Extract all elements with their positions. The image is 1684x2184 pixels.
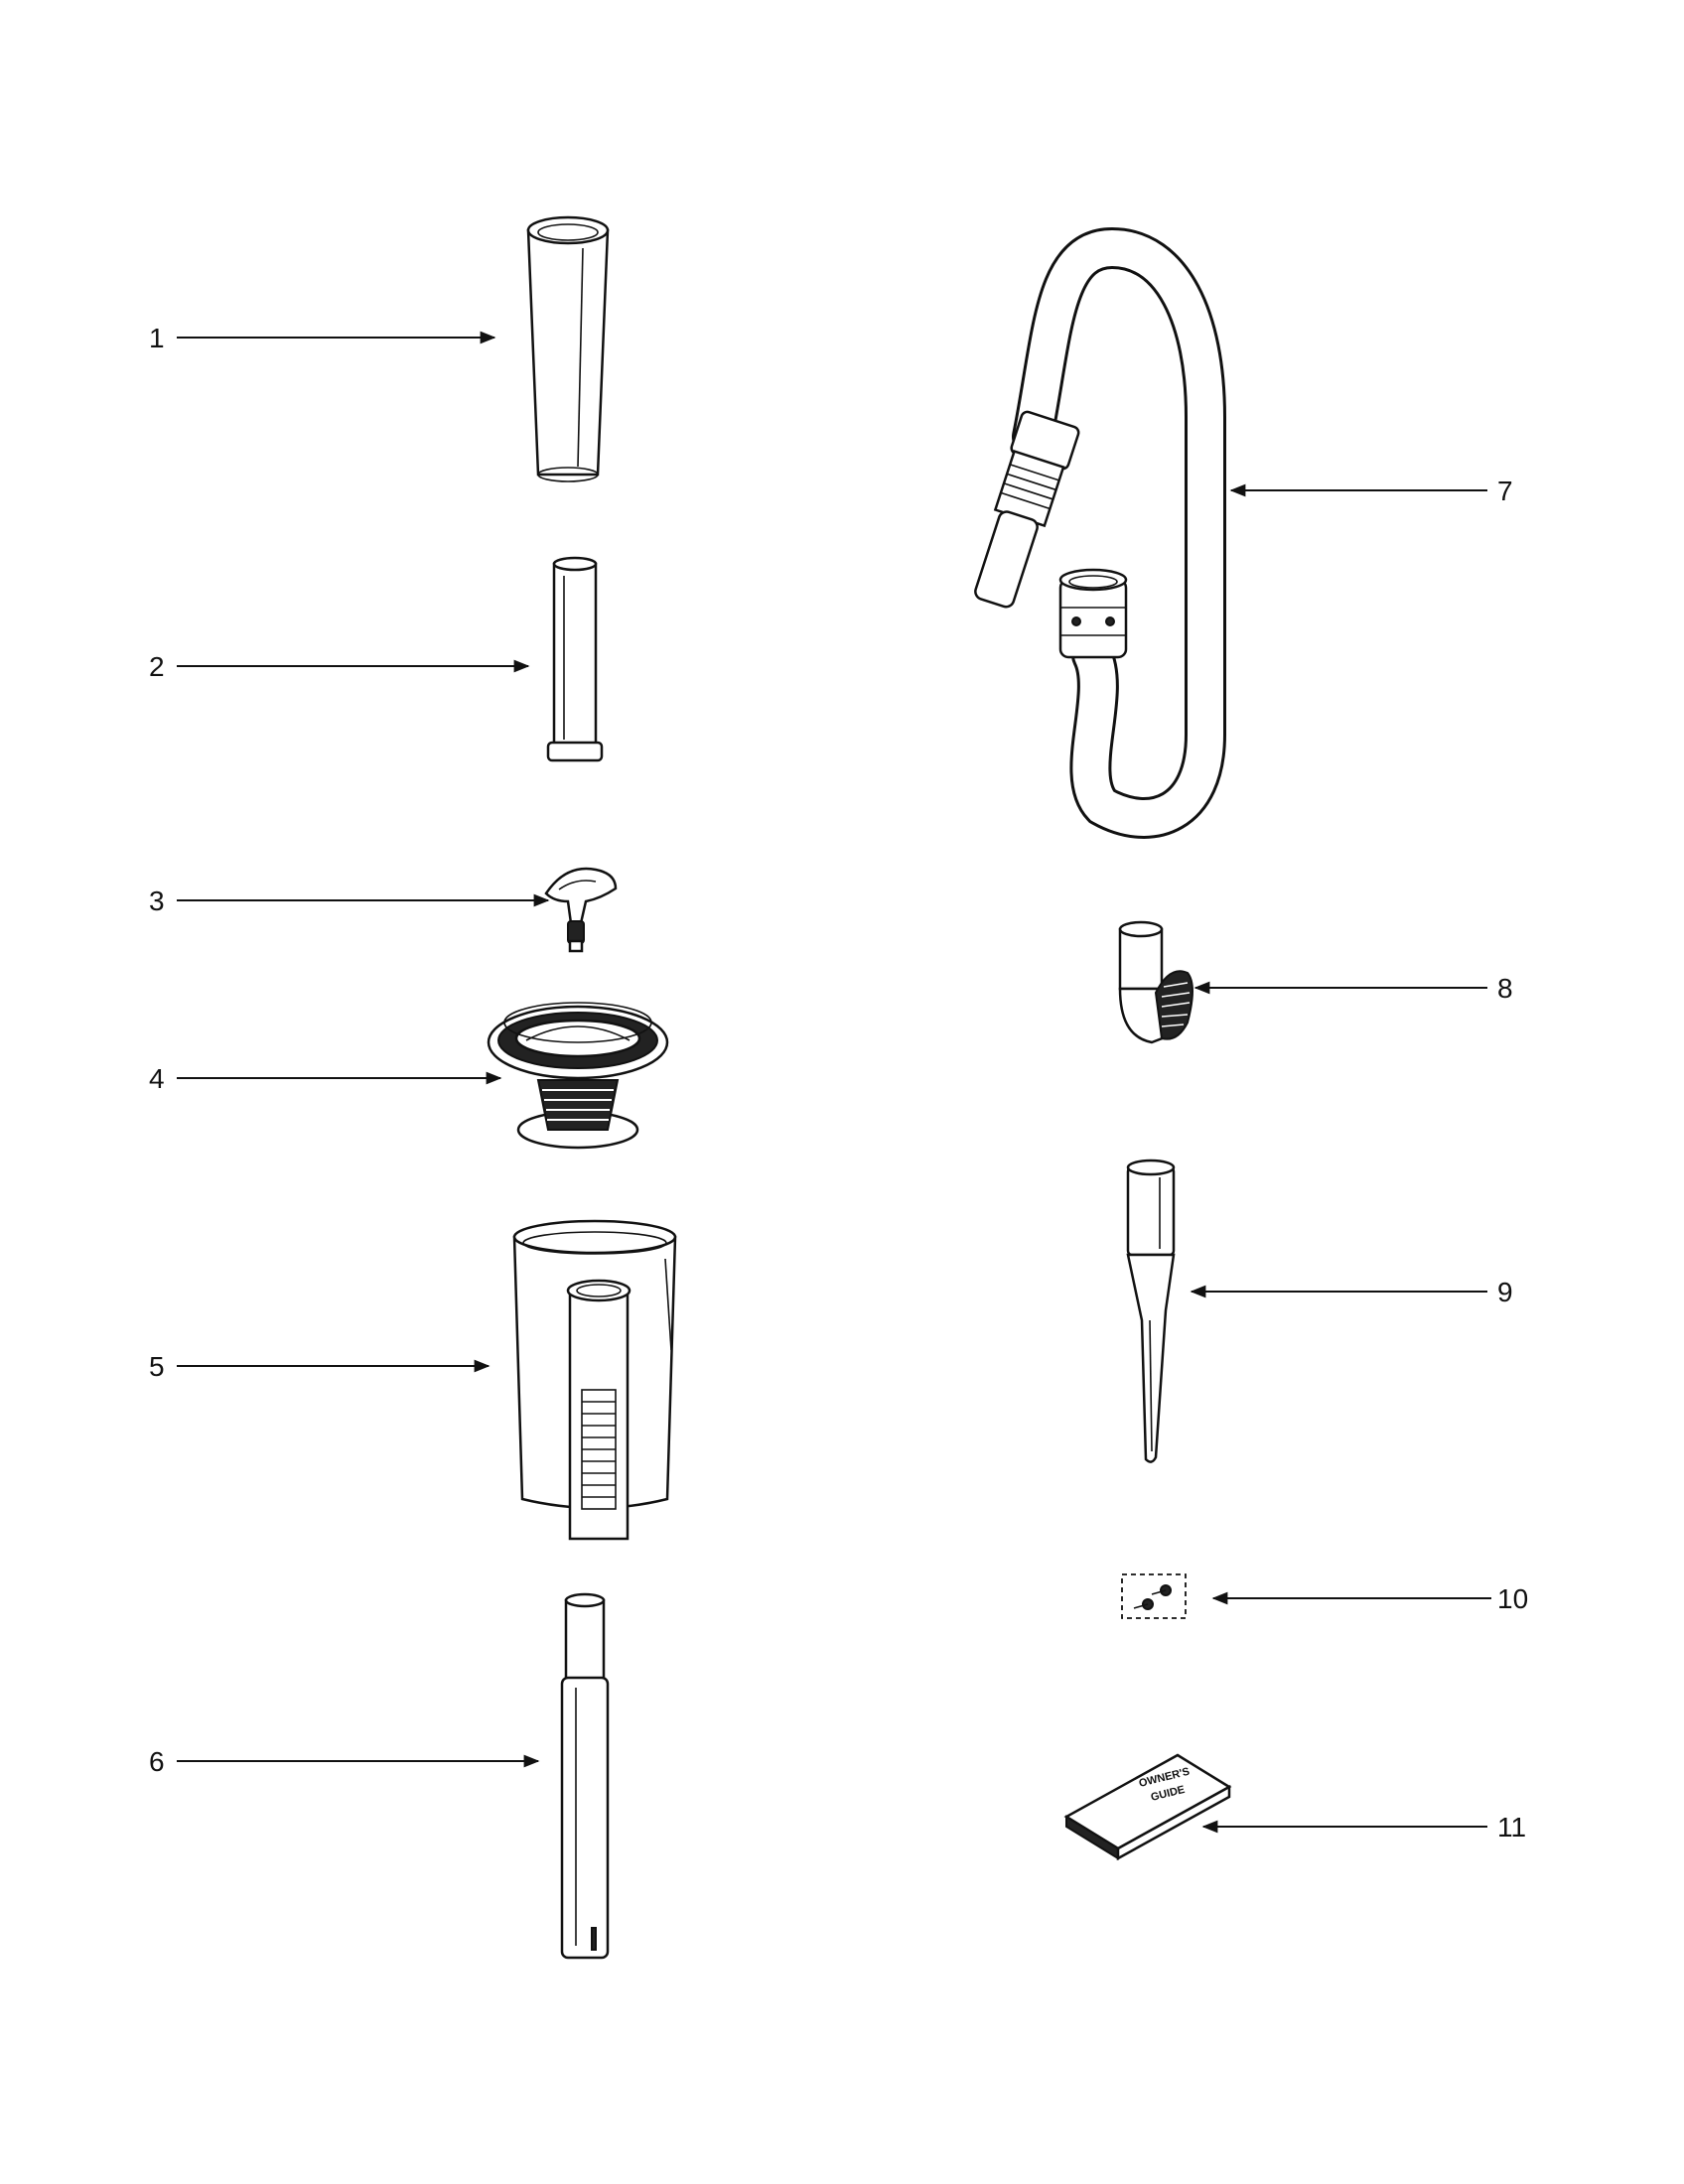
callout-number-5: 5	[149, 1351, 165, 1382]
callout-number-6: 6	[149, 1746, 165, 1777]
callout-4: 4	[149, 1063, 502, 1094]
callout-9: 9	[1190, 1277, 1513, 1307]
callout-number-10: 10	[1497, 1583, 1528, 1614]
callout-number-8: 8	[1497, 973, 1513, 1004]
callout-number-9: 9	[1497, 1277, 1513, 1307]
callout-8: 8	[1193, 973, 1513, 1004]
callout-6: 6	[149, 1746, 540, 1777]
part-1-extension-tube	[526, 215, 610, 482]
callout-number-3: 3	[149, 886, 165, 916]
part-6-wand	[560, 1592, 610, 1960]
callout-3: 3	[149, 886, 550, 916]
callout-11: 11	[1201, 1812, 1526, 1843]
callout-number-2: 2	[149, 651, 165, 682]
callout-7: 7	[1229, 476, 1513, 506]
callout-number-7: 7	[1497, 476, 1513, 506]
callout-10: 10	[1211, 1583, 1528, 1614]
part-7-hose	[974, 226, 1226, 839]
part-3-release-handle	[544, 867, 618, 953]
part-8-dusting-brush	[1118, 920, 1193, 1044]
callout-number-4: 4	[149, 1063, 165, 1094]
part-2-inner-tube	[546, 556, 604, 762]
part-9-crevice-tool	[1126, 1159, 1176, 1463]
callout-5: 5	[149, 1351, 491, 1382]
part-10-screws	[1121, 1573, 1187, 1619]
callout-1: 1	[149, 323, 496, 353]
callout-number-11: 11	[1497, 1812, 1526, 1843]
callout-2: 2	[149, 651, 530, 682]
part-4-filter-assembly	[487, 1002, 669, 1150]
callout-number-1: 1	[149, 323, 165, 353]
screw-icon	[1133, 1598, 1154, 1610]
part-11-owners-guide: OWNER'S GUIDE	[1063, 1753, 1232, 1861]
part-5-dirt-cup	[512, 1219, 677, 1541]
screw-icon	[1151, 1584, 1172, 1596]
